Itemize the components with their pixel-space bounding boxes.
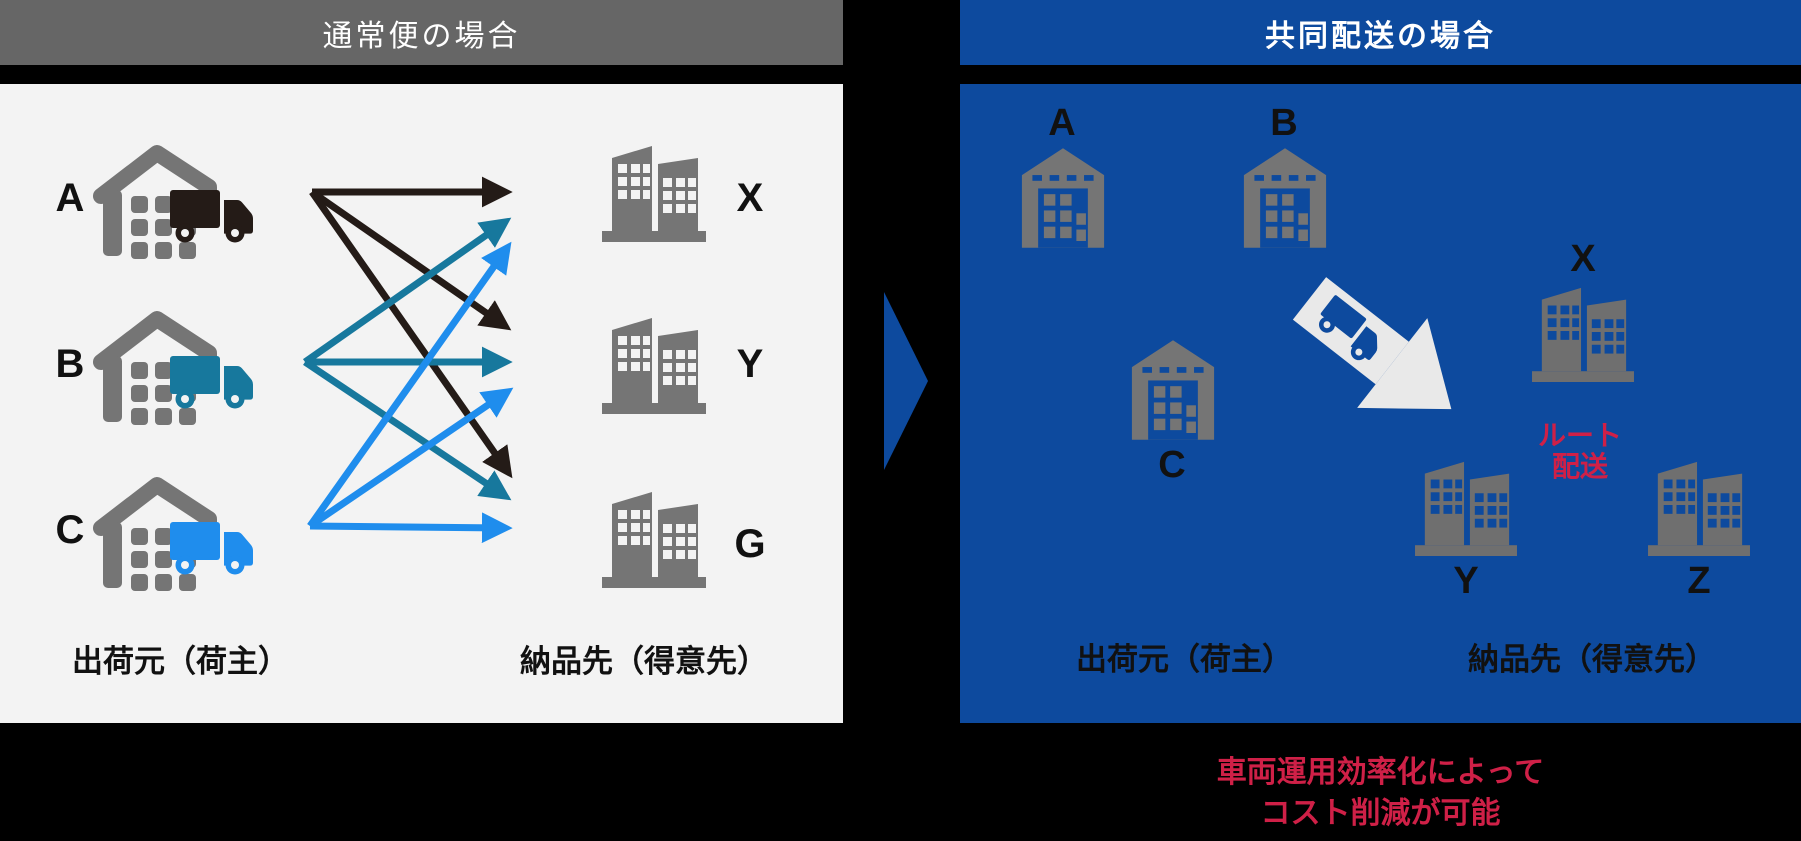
left-dest-caption: 納品先（得意先） (520, 644, 768, 679)
right-panel-header: 共同配送の場合 (960, 0, 1801, 65)
right-source-label-a: A (1048, 102, 1076, 144)
source-label-b: B (55, 342, 85, 386)
route-label-line1: ルート (1537, 420, 1622, 451)
footer-note: 車両運用効率化によって コスト削減が可能 (960, 752, 1801, 834)
office-building-icon-x (602, 146, 706, 242)
dest-label-y: Y (736, 342, 764, 386)
right-dest-label-y: Y (1453, 560, 1479, 602)
right-source-caption: 出荷元（荷主） (1076, 642, 1293, 677)
office-building-icon-y (602, 318, 706, 414)
left-source-caption: 出荷元（荷主） (72, 644, 289, 679)
left-panel-title: 通常便の場合 (322, 19, 521, 53)
truck-icon-a (170, 190, 253, 243)
flow-arrows (302, 176, 514, 544)
route-delivery-truck-arrow-icon (1292, 277, 1452, 410)
left-panel-body: A B C (0, 84, 843, 723)
footer-note-line2: コスト削減が可能 (1260, 797, 1501, 830)
source-label-c: C (55, 508, 85, 552)
right-panel-body: A B C (960, 84, 1801, 723)
left-panel-header: 通常便の場合 (0, 0, 843, 65)
office-building-icon-x (1532, 287, 1634, 382)
right-dest-caption: 納品先（得意先） (1468, 642, 1716, 677)
panel-transition-arrow-icon (884, 292, 928, 470)
right-source-label-c: C (1158, 444, 1186, 486)
warehouse-front-icon-b (1243, 148, 1327, 248)
warehouse-front-icon-c (1131, 340, 1215, 440)
route-label-line2: 配送 (1551, 451, 1608, 482)
office-building-icon-g (602, 492, 706, 588)
route-label: ルート 配送 (1515, 420, 1645, 482)
right-source-label-b: B (1270, 102, 1298, 144)
truck-icon-c (170, 522, 253, 575)
warehouse-front-icon-a (1021, 148, 1105, 248)
right-dest-label-x: X (1570, 238, 1596, 280)
right-panel-title: 共同配送の場合 (1265, 19, 1496, 53)
footer-note-line1: 車両運用効率化によって (1216, 756, 1545, 789)
office-building-icon-z (1648, 461, 1750, 556)
dest-label-g: G (734, 522, 766, 566)
office-building-icon-y (1415, 461, 1517, 556)
dest-label-x: X (736, 176, 764, 220)
right-dest-label-z: Z (1687, 560, 1711, 602)
source-label-a: A (55, 176, 85, 220)
truck-icon-b (170, 356, 253, 409)
